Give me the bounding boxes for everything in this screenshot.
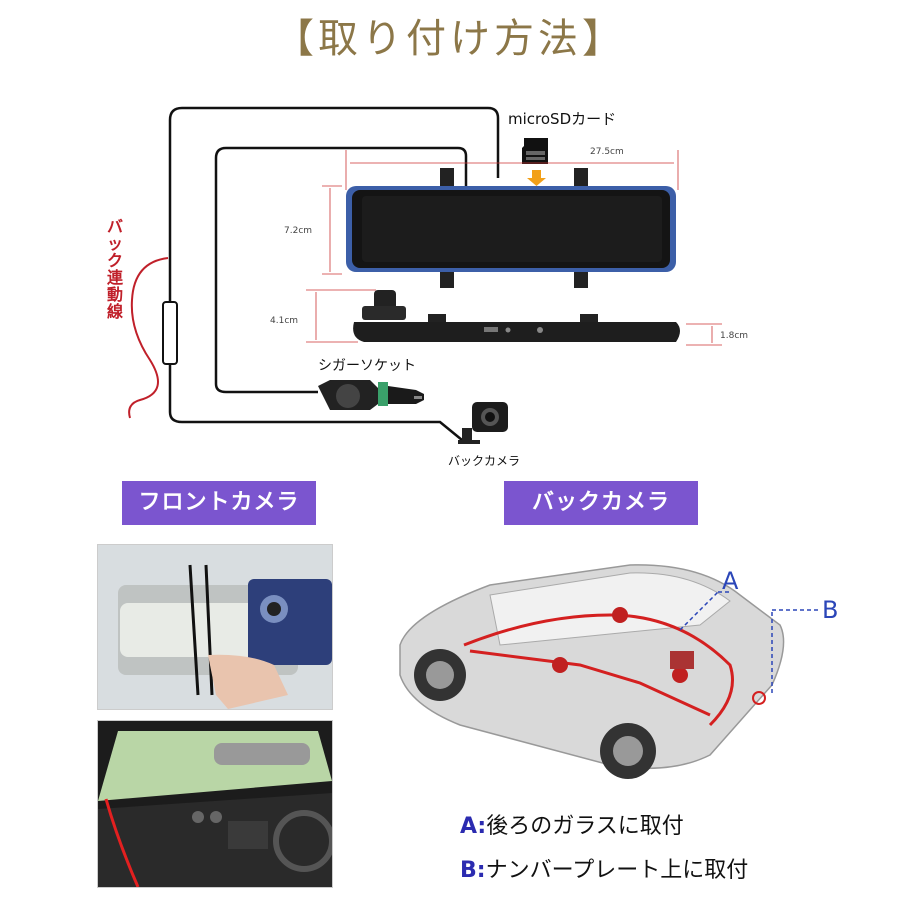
callout-b: B: [822, 596, 839, 624]
callout-a: A: [722, 567, 739, 595]
cigar-socket-plug: [318, 380, 424, 410]
insert-arrow-icon: [527, 170, 546, 186]
front-dashboard-photo: [97, 720, 333, 888]
back-camera-device: [458, 402, 508, 444]
legend-key: A:: [460, 814, 487, 839]
microsd-card-icon: [522, 138, 548, 164]
legend-text: ナンバープレート上に取付: [485, 858, 749, 883]
page-title: 【取り付け方法】: [274, 16, 626, 62]
legend-text: 後ろのガラスに取付: [486, 814, 684, 839]
outer-cable: [168, 106, 500, 441]
inner-cable: [214, 146, 468, 394]
mirror-side-view: [353, 290, 680, 342]
mirror-front-view: [346, 168, 676, 288]
mount-dimension: 4.1cm: [270, 316, 299, 326]
car-illustration: [399, 564, 820, 779]
car-interior-illustration: [98, 721, 332, 887]
wiring-diagram: [128, 106, 722, 444]
width-dimension: 27.5cm: [590, 147, 624, 157]
depth-dimension: 1.8cm: [720, 331, 749, 341]
cigar-socket-label: シガーソケット: [318, 358, 416, 374]
front-camera-banner: フロントカメラ: [122, 481, 316, 525]
front-install-photo: [97, 544, 333, 710]
legend-item: A:後ろのガラスに取付: [460, 808, 684, 840]
mirror-strap-illustration: [98, 545, 332, 709]
inline-fuse: [162, 301, 178, 365]
back-camera-label: バックカメラ: [448, 454, 521, 468]
height-dimension: 7.2cm: [284, 226, 313, 236]
back-camera-banner: バックカメラ: [504, 481, 698, 525]
legend-key: B:: [460, 858, 486, 883]
back-link-label: バック連動線: [106, 217, 123, 321]
legend-item: B:ナンバープレート上に取付: [460, 852, 748, 884]
microsd-label: microSDカード: [508, 110, 617, 128]
back-link-wire: [128, 257, 169, 419]
